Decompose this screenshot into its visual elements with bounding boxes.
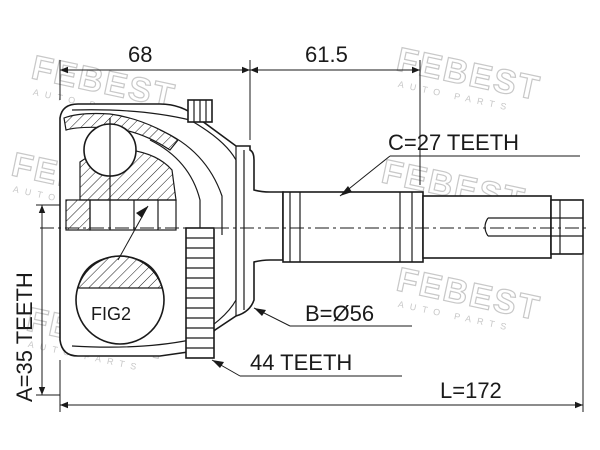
abs-ring-label: 44 TEETH xyxy=(250,350,352,375)
diameter-label: B=Ø56 xyxy=(305,301,374,326)
cv-internals xyxy=(63,112,223,240)
dimension-right-length: 61.5 xyxy=(305,42,348,67)
dimension-left-length: 68 xyxy=(128,42,152,67)
top-dimensions: 68 61.5 xyxy=(59,42,421,185)
callouts: C=27 TEETH B=Ø56 44 TEETH xyxy=(211,130,580,377)
drive-shaft xyxy=(282,191,584,263)
outer-spline-label: C=27 TEETH xyxy=(388,130,519,155)
fig2-label: FIG2 xyxy=(91,304,131,324)
inner-spline-dimension: A=35 TEETH xyxy=(12,204,60,402)
overall-dimension: L=172 xyxy=(59,255,584,412)
fig2-detail: FIG2 xyxy=(75,205,165,345)
dimension-overall-length: L=172 xyxy=(440,378,502,403)
inner-spline-label: A=35 TEETH xyxy=(12,272,37,402)
